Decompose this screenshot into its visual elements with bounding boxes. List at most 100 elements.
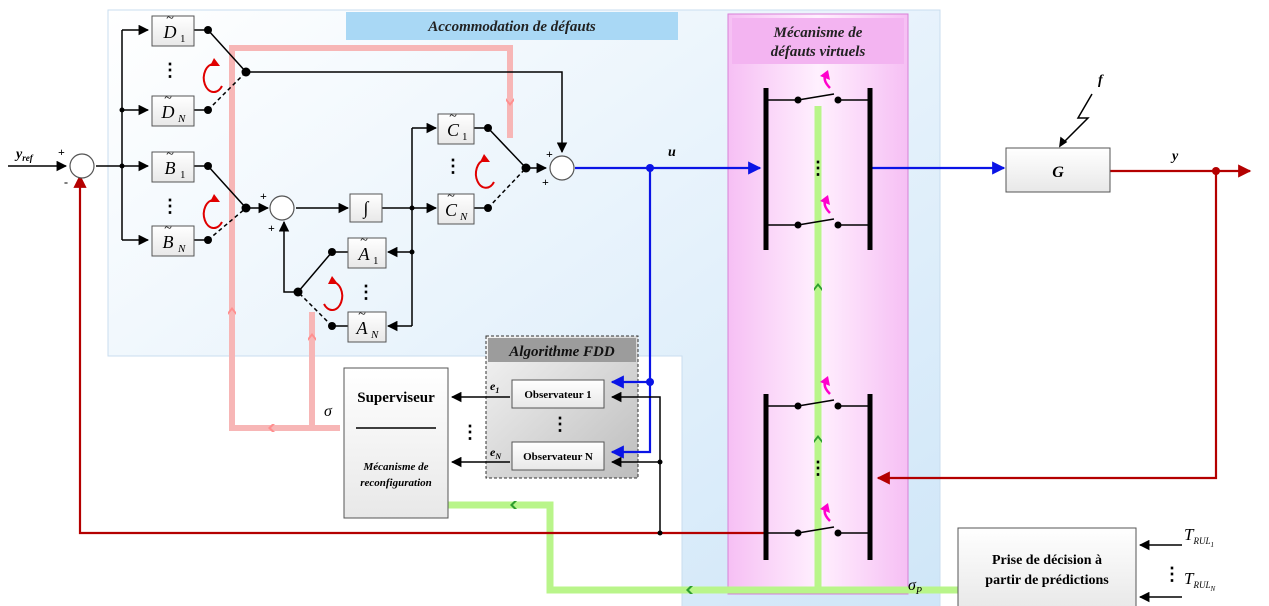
fdd-title: Algorithme FDD	[508, 344, 615, 360]
virtual-switch-contacts	[794, 96, 842, 537]
svg-text:⋮: ⋮	[461, 422, 479, 442]
virtual-faults-title-bar	[732, 18, 904, 64]
svg-text:+: +	[546, 147, 553, 161]
svg-text:~: ~	[164, 91, 172, 106]
summing-junctions	[69, 153, 575, 221]
svg-text:~: ~	[358, 307, 366, 322]
svg-text:~: ~	[166, 11, 174, 26]
label-u: u	[668, 145, 676, 160]
label-trul-n: TRULN	[1184, 569, 1215, 593]
svg-text:partir de prédictions: partir de prédictions	[985, 573, 1109, 588]
sum-junction-output	[549, 155, 575, 181]
junction-dot	[657, 459, 663, 465]
signal-labels: yref u y f e1 eN	[14, 73, 1179, 461]
svg-text:-: -	[64, 175, 68, 189]
svg-text:+: +	[268, 221, 275, 235]
svg-text:D: D	[163, 22, 177, 42]
svg-text:∫: ∫	[363, 198, 370, 219]
svg-text:⋮: ⋮	[444, 156, 462, 176]
svg-text:~: ~	[164, 221, 172, 236]
svg-text:⋮: ⋮	[161, 196, 179, 216]
svg-text:⋮: ⋮	[161, 60, 179, 80]
blue-signal-paths	[575, 161, 1006, 459]
svg-text:N: N	[459, 211, 468, 223]
supervisor-title: Superviseur	[357, 390, 435, 406]
switch-contacts	[204, 26, 531, 330]
svg-text:A: A	[356, 318, 369, 338]
plant-block: G	[1005, 147, 1111, 193]
svg-text:+: +	[542, 175, 549, 189]
fault-lightning	[1059, 93, 1093, 148]
sum-junction-input	[69, 153, 95, 179]
accommodation-title-bar	[346, 12, 678, 40]
label-trul-1: TRUL1	[1184, 525, 1214, 549]
label-y: y	[1170, 149, 1179, 164]
svg-text:+: +	[260, 189, 267, 203]
svg-text:⋮: ⋮	[809, 458, 827, 478]
block-A1: A 1 ~	[347, 233, 387, 269]
block-integrator: ∫	[349, 193, 383, 223]
svg-text:⋮: ⋮	[357, 282, 375, 302]
svg-text:Prise de décision à: Prise de décision à	[992, 553, 1102, 568]
sigma-p-signal-path	[448, 106, 960, 594]
observer-1-block: Observateur 1	[511, 379, 605, 409]
label-sigma-p: σP	[908, 577, 922, 597]
accommodation-title: Accommodation de défauts	[427, 19, 596, 35]
block-B1: B 1 ~	[151, 147, 195, 183]
decision-block: Prise de décision à partir de prédiction…	[957, 527, 1137, 606]
svg-text:⋮: ⋮	[551, 414, 569, 434]
switch-rotation-arrowheads	[210, 58, 490, 284]
svg-text:G: G	[1052, 164, 1064, 181]
svg-text:C: C	[447, 120, 460, 140]
red-signal-paths	[73, 164, 1252, 535]
svg-text:N: N	[177, 243, 186, 255]
virtual-faults-title-line2: défauts virtuels	[771, 44, 866, 60]
svg-text:1: 1	[180, 33, 186, 45]
y-junction-dot	[1212, 167, 1220, 175]
reconfig-line2: reconfiguration	[360, 477, 432, 489]
block-D1: D 1 ~	[151, 11, 195, 47]
block-DN: D N ~	[151, 91, 195, 127]
sum-junction-state	[269, 195, 295, 221]
svg-text:Observateur N: Observateur N	[523, 451, 593, 463]
virtual-switch-arrowheads	[820, 70, 830, 513]
ellipsis-marks: ⋮ ⋮ ⋮ ⋮ ⋮ ⋮ ⋮ ⋮ ⋮	[161, 60, 1181, 584]
block-C1: C 1 ~	[437, 109, 475, 145]
supervisor-block: Superviseur Mécanisme de reconfiguration	[343, 367, 449, 519]
svg-text:~: ~	[449, 109, 457, 124]
observer-N-block: Observateur N	[511, 441, 605, 471]
sigma-p-chevrons	[510, 283, 822, 594]
svg-text:~: ~	[360, 233, 368, 248]
fdd-title-bar	[488, 338, 636, 362]
svg-text:~: ~	[166, 147, 174, 162]
block-CN: C N ~	[437, 189, 475, 225]
virtual-switch-wires	[766, 93, 870, 534]
svg-text:⋮: ⋮	[1163, 564, 1181, 584]
svg-text:N: N	[177, 113, 186, 125]
junction-dot	[657, 530, 663, 536]
label-yref: yref	[14, 147, 34, 163]
svg-text:A: A	[358, 244, 371, 264]
u-junction-dot	[646, 164, 654, 172]
sigma-signal-chevrons	[228, 98, 514, 432]
label-e1: e1	[490, 379, 499, 395]
svg-text:1: 1	[462, 131, 468, 143]
svg-text:Observateur 1: Observateur 1	[524, 389, 591, 401]
block-BN: B N ~	[151, 221, 195, 257]
virtual-faults-title-line1: Mécanisme de	[773, 25, 863, 41]
bus-junctions	[119, 107, 415, 255]
svg-text:1: 1	[373, 255, 379, 267]
svg-text:1: 1	[180, 169, 186, 181]
u-junction-dot-2	[646, 378, 654, 386]
sign-labels: + - + + + +	[58, 145, 553, 235]
label-f: f	[1098, 73, 1104, 88]
block-AN: A N ~	[347, 307, 387, 343]
svg-text:+: +	[58, 145, 65, 159]
svg-text:~: ~	[447, 189, 455, 204]
label-eN: eN	[490, 445, 502, 461]
reconfig-line1: Mécanisme de	[362, 461, 428, 473]
svg-text:D: D	[161, 102, 175, 122]
svg-text:N: N	[370, 329, 379, 341]
black-wiring	[8, 24, 1182, 603]
